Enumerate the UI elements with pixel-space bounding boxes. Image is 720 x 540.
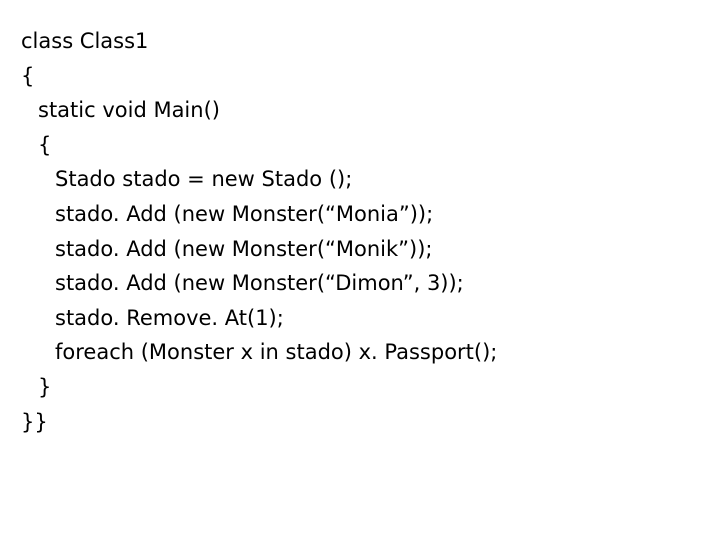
code-line-main-declaration: static void Main() — [38, 98, 220, 123]
code-line-add-dimon: stado. Add (new Monster(“Dimon”, 3)); — [55, 271, 464, 296]
code-line-class-close-brace: }} — [21, 409, 48, 434]
code-line-stado-init: Stado stado = new Stado (); — [55, 167, 353, 192]
code-line-foreach: foreach (Monster x in stado) x. Passport… — [55, 340, 498, 365]
code-listing: class Class1 { static void Main() { Stad… — [21, 24, 497, 439]
code-line-add-monik: stado. Add (new Monster(“Monik”)); — [55, 236, 433, 261]
code-line-main-close-brace: } — [38, 374, 52, 399]
code-line-class-declaration: class Class1 — [21, 29, 149, 53]
code-line-class-open-brace: { — [21, 63, 35, 88]
code-line-remove-at: stado. Remove. At(1); — [55, 305, 284, 330]
code-line-main-open-brace: { — [38, 132, 52, 157]
code-line-add-monia: stado. Add (new Monster(“Monia”)); — [55, 201, 434, 226]
